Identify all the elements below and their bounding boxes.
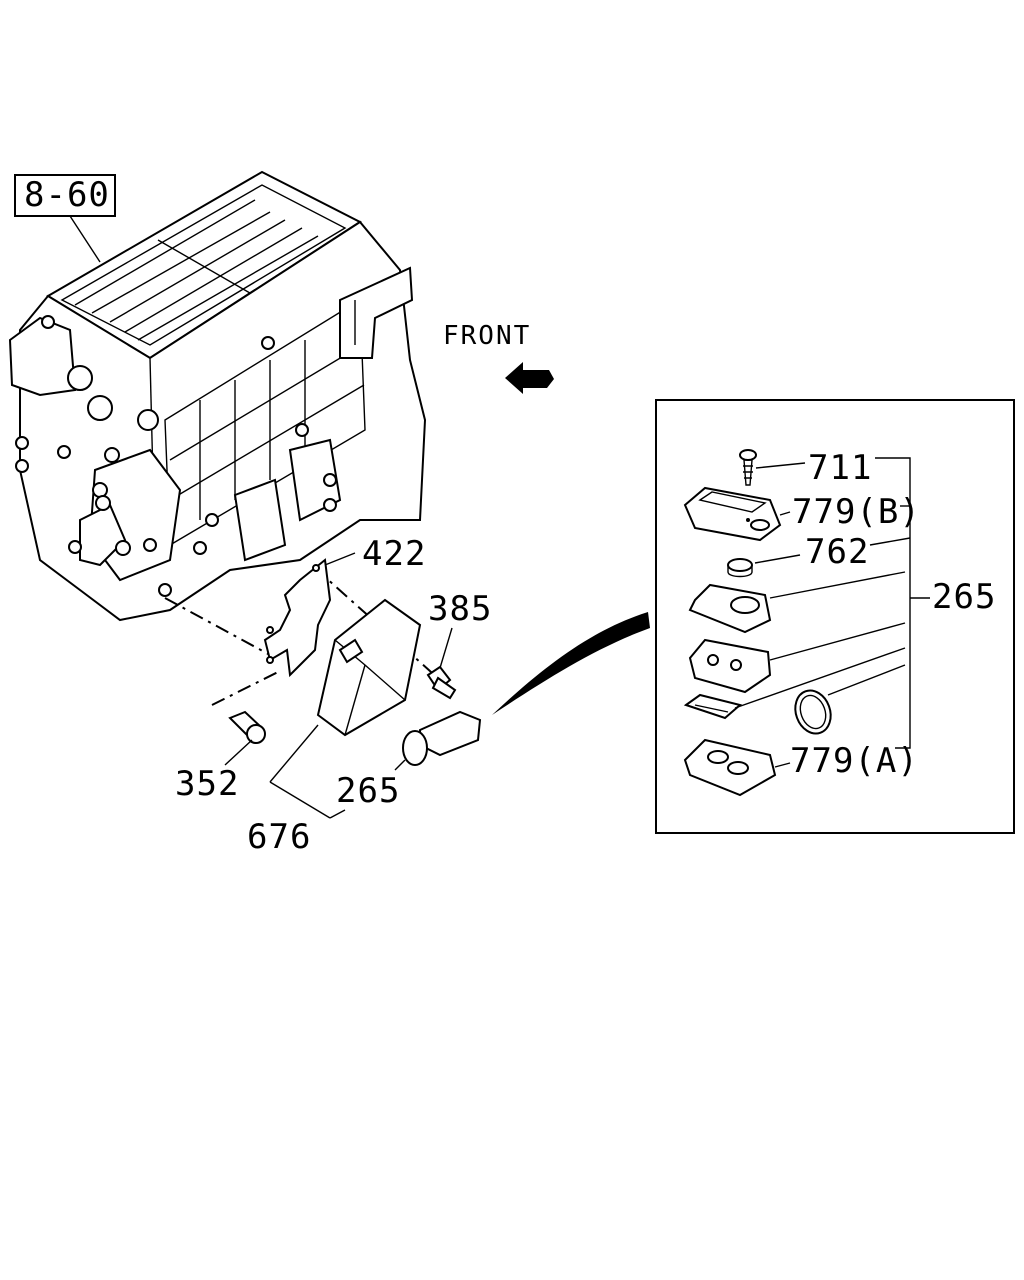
front-arrow-icon <box>505 362 554 394</box>
front-indicator: FRONT <box>443 321 554 394</box>
key-fob <box>402 710 482 766</box>
detail-cover-upper <box>683 486 791 542</box>
detail-cover-lower <box>683 738 791 797</box>
detail-circuit-board <box>683 647 906 720</box>
detail-711: 711 <box>808 448 872 488</box>
fob-leader <box>394 759 406 771</box>
bracket-422 <box>263 552 356 678</box>
control-unit <box>316 598 422 737</box>
detail-779a: 779(A) <box>790 741 919 781</box>
detail-box: 711 779(B) 762 <box>655 399 1015 834</box>
detail-762: 762 <box>805 532 869 572</box>
callout-385: 385 <box>428 589 492 629</box>
reference-tag[interactable]: 8-60 <box>14 174 116 263</box>
leader-lines <box>164 567 441 706</box>
callout-676: 676 <box>247 817 311 857</box>
detail-screw <box>739 449 806 486</box>
screw-352 <box>224 710 266 766</box>
callout-265: 265 <box>336 771 400 811</box>
callout-352: 352 <box>175 764 239 804</box>
detail-779b: 779(B) <box>792 492 921 532</box>
reference-label: 8-60 <box>24 175 110 215</box>
detail-housing <box>688 622 906 694</box>
bolt-385 <box>426 627 457 700</box>
detail-265: 265 <box>932 577 996 617</box>
detail-ring <box>794 664 906 735</box>
hvac-unit <box>8 170 427 622</box>
detail-battery <box>727 554 801 578</box>
detail-inner-frame <box>688 571 906 634</box>
detail-bracket <box>869 457 930 749</box>
control-unit-leaders <box>269 724 346 819</box>
callout-422: 422 <box>362 534 426 574</box>
front-label: FRONT <box>443 321 531 351</box>
detail-pointer <box>492 612 650 715</box>
